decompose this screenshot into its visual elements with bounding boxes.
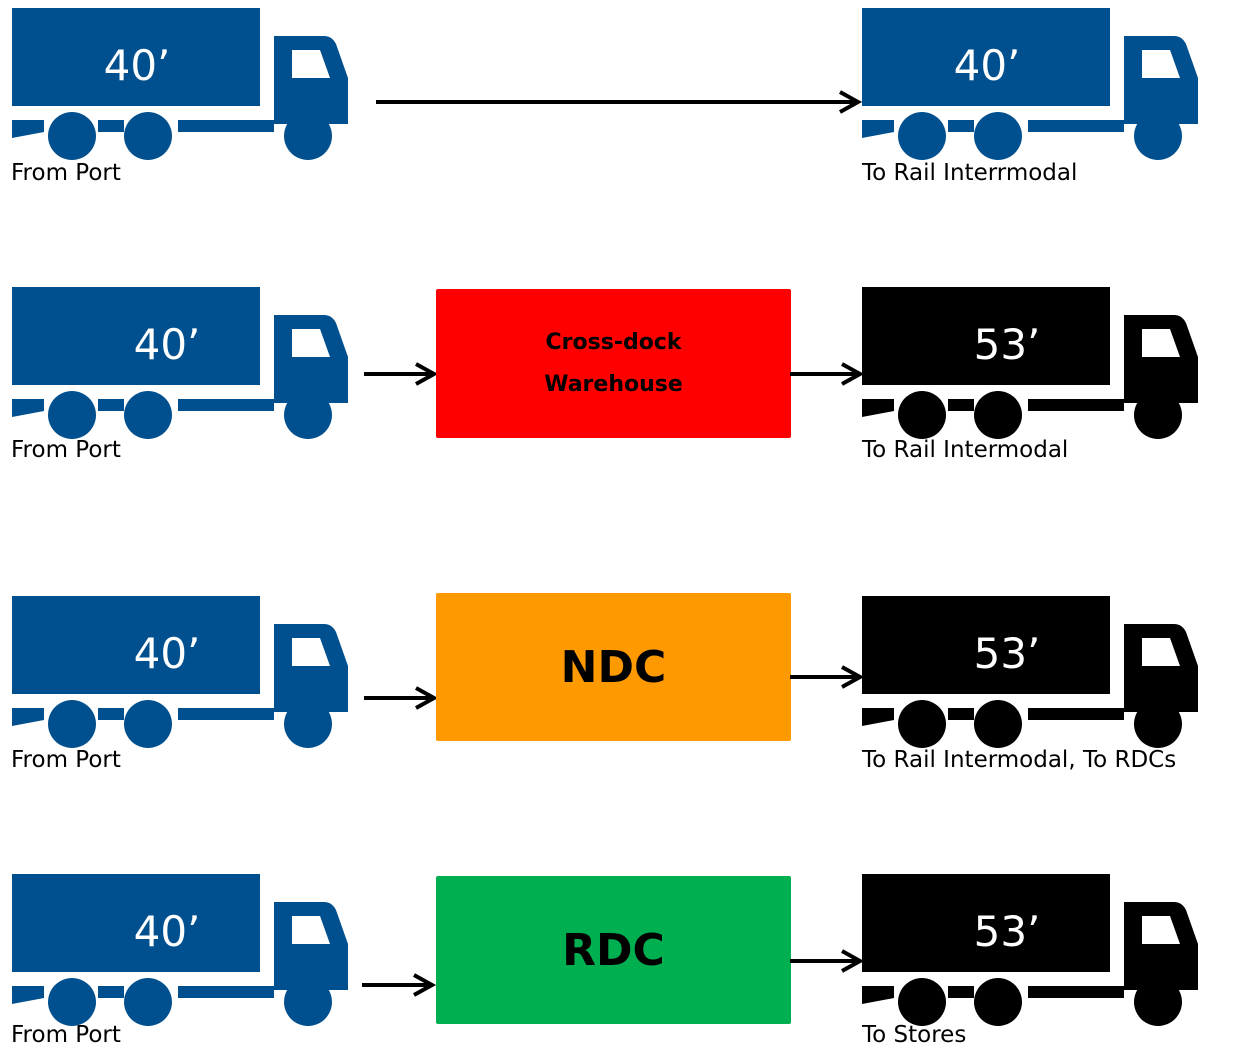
arrow-icon (790, 362, 865, 386)
truck-icon: 53’ (862, 874, 1202, 1026)
truck-size-label: 53’ (973, 907, 1041, 956)
arrow-icon (364, 686, 439, 710)
truck-size-label: 40’ (133, 907, 201, 956)
truck-size-label: 40’ (103, 41, 171, 90)
arrow-icon (790, 949, 865, 973)
truck-icon: 53’ (862, 596, 1202, 748)
truck-size-label: 40’ (133, 629, 201, 678)
truck-icon: 40’ (12, 596, 352, 748)
facility-label-line: Warehouse (544, 371, 683, 397)
truck-size-label: 40’ (953, 41, 1021, 90)
truck-size-label: 53’ (973, 320, 1041, 369)
arrow-icon (790, 665, 865, 689)
truck-icon: 53’ (862, 287, 1202, 439)
truck-size-label: 53’ (973, 629, 1041, 678)
truck-icon: 40’ (12, 874, 352, 1026)
truck-icon: 40’ (12, 8, 352, 160)
facility-box: RDC (436, 876, 791, 1024)
destination-label: To Stores (862, 1022, 967, 1048)
facility-label-line: RDC (562, 924, 665, 976)
truck-icon: 40’ (12, 287, 352, 439)
truck-size-label: 40’ (133, 320, 201, 369)
truck-icon: 40’ (862, 8, 1202, 160)
origin-label: From Port (11, 747, 121, 773)
origin-label: From Port (11, 160, 121, 186)
destination-label: To Rail Intermodal (862, 437, 1069, 463)
facility-label-line: Cross-dock (545, 329, 682, 355)
destination-label: To Rail Intermodal, To RDCs (862, 747, 1177, 773)
arrow-icon (364, 362, 439, 386)
destination-label: To Rail Interrmodal (862, 160, 1078, 186)
facility-box: Cross-dock Warehouse (436, 289, 791, 438)
facility-box: NDC (436, 593, 791, 741)
facility-label-line: NDC (560, 641, 667, 693)
arrow-icon (362, 973, 437, 997)
origin-label: From Port (11, 1022, 121, 1048)
arrow-icon (376, 90, 863, 114)
origin-label: From Port (11, 437, 121, 463)
